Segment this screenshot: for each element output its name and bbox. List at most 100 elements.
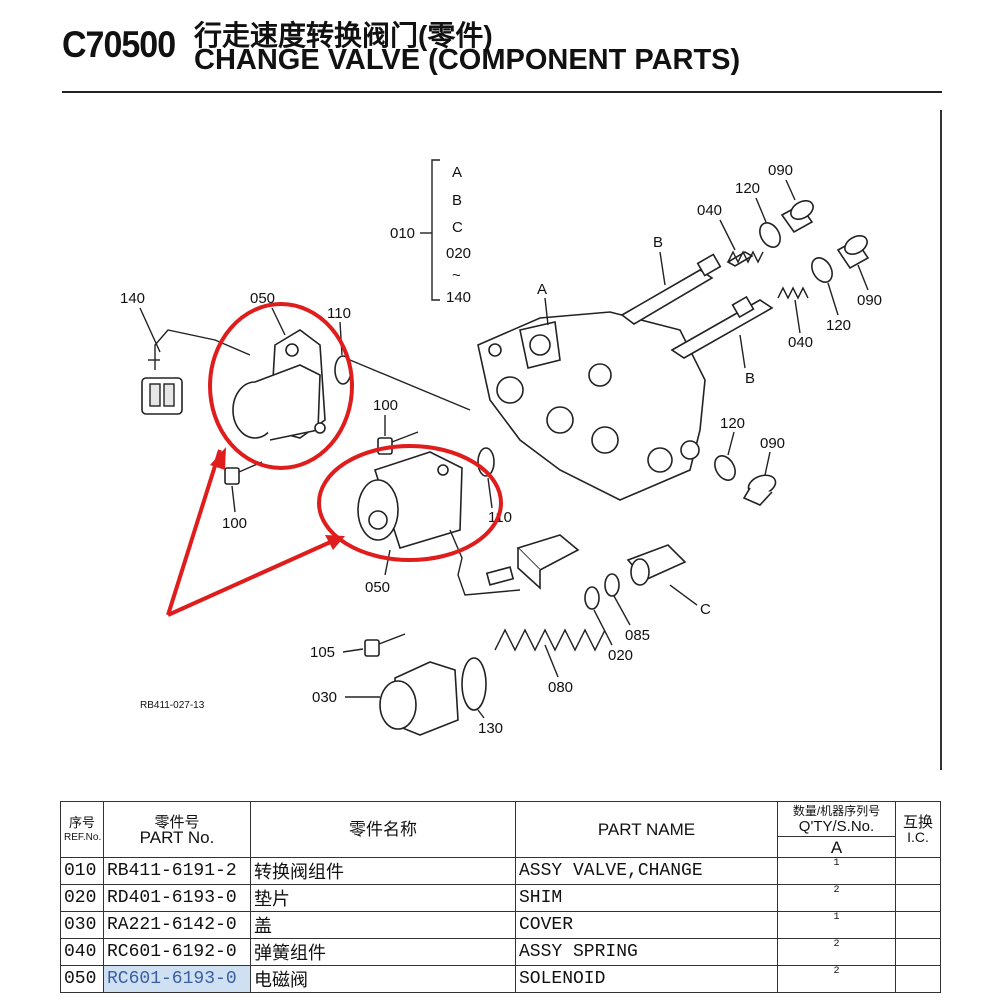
cell-name-cn: 盖 (250, 911, 516, 939)
cell-name-cn: 垫片 (250, 884, 516, 912)
shim-085 (604, 573, 620, 597)
cell-ic (895, 938, 941, 966)
leader-105 (342, 648, 364, 653)
connector-lower (485, 534, 580, 590)
leader-050-lower (384, 549, 391, 576)
cell-part-no: RA221-6142-0 (103, 911, 251, 939)
leader-050-upper (271, 307, 286, 336)
callout-090-lower: 090 (857, 292, 882, 309)
cell-part-no: RC601-6192-0 (103, 938, 251, 966)
table-header-row: 序号 REF.No. 零件号 PART No. 零件名称 PART NAME 数… (60, 801, 941, 858)
plug-090-right (742, 474, 777, 506)
frame-right-edge (940, 110, 942, 770)
cell-name-en: ASSY VALVE,CHANGE (515, 857, 778, 885)
shim-020 (584, 586, 600, 610)
col-header-part-no: 零件号 PART No. (103, 801, 251, 858)
highlight-solenoid-upper (208, 302, 354, 470)
spring-040-lower (777, 286, 809, 300)
table-row: 040 RC601-6192-0 弹簧组件 ASSY SPRING 2 (60, 938, 941, 966)
assembly-line-upper (349, 359, 471, 411)
cell-qty: 2 (777, 938, 896, 966)
leader-080 (544, 644, 559, 678)
arrow-to-upper-solenoid (166, 449, 222, 616)
leader-120-right (727, 431, 735, 456)
bracket-item-c: C (452, 219, 463, 236)
col-header-ic-cn: 互换 (902, 813, 933, 831)
callout-b-upper: B (653, 234, 663, 251)
callout-100-middle: 100 (373, 397, 398, 414)
cell-name-en: SHIM (515, 884, 778, 912)
callout-b-lower: B (745, 370, 755, 387)
table-row: 030 RA221-6142-0 盖 COVER 1 (60, 911, 941, 939)
leader-090-lower (857, 264, 869, 291)
leader-c (669, 584, 698, 606)
callout-110-upper: 110 (327, 305, 351, 322)
leader-100-lower-left (231, 485, 236, 513)
col-header-part-en: PART No. (139, 827, 215, 847)
col-header-qty-a: A (777, 836, 896, 858)
col-header-qty: 数量/机器序列号 Q'TY/S.No. (777, 801, 896, 837)
spool-upper (620, 251, 754, 325)
cell-ic (895, 911, 941, 939)
highlight-solenoid-lower (317, 444, 503, 562)
arrowhead-upper (210, 447, 226, 470)
bolt-105 (364, 633, 406, 657)
bracket-item-020: 020 (446, 245, 471, 262)
leader-090-upper (785, 179, 796, 201)
spool-lower (670, 295, 774, 359)
callout-050-lower: 050 (365, 579, 390, 596)
callout-130: 130 (478, 720, 503, 737)
col-header-part-cn: 零件号 (154, 813, 200, 831)
table-row: 010 RB411-6191-2 转换阀组件 ASSY VALVE,CHANGE… (60, 857, 941, 885)
cell-name-cn: 弹簧组件 (250, 938, 516, 966)
leader-b-upper (659, 251, 666, 286)
leader-140 (139, 307, 161, 353)
bolt-100-lower-left (224, 461, 263, 485)
col-header-ic: 互换 I.C. (895, 801, 941, 858)
cell-ref: 010 (60, 857, 104, 885)
cell-part-no: RD401-6193-0 (103, 884, 251, 912)
bracket-010 (431, 159, 440, 301)
col-header-ref-cn: 序号 (68, 814, 95, 830)
callout-120-right: 120 (720, 415, 745, 432)
col-header-ref: 序号 REF.No. (60, 801, 104, 858)
callout-140: 140 (120, 290, 145, 307)
cell-name-cn: 转换阀组件 (250, 857, 516, 885)
leader-130 (477, 709, 485, 719)
check-valve-c (626, 544, 687, 586)
wire-harness-140 (141, 329, 251, 415)
leader-120-lower (827, 282, 839, 316)
bracket-item-tilde: ~ (452, 267, 461, 284)
cell-ref: 030 (60, 911, 104, 939)
callout-040-upper: 040 (697, 202, 722, 219)
header-rule (62, 91, 942, 93)
table-row: 020 RD401-6193-0 垫片 SHIM 2 (60, 884, 941, 912)
cell-ref: 020 (60, 884, 104, 912)
callout-010: 010 (390, 225, 415, 242)
callout-090-right: 090 (760, 435, 785, 452)
cell-qty: 1 (777, 911, 896, 939)
callout-105: 105 (310, 644, 335, 661)
leader-120-upper (755, 197, 767, 223)
callout-020: 020 (608, 647, 633, 664)
oring-120-upper (759, 222, 781, 248)
leader-110-lower (487, 477, 493, 509)
cell-part-no-selected[interactable]: RC601-6193-0 (103, 965, 251, 993)
solenoid-050-upper (232, 329, 326, 441)
callout-030: 030 (312, 689, 337, 706)
oring-120-right (714, 455, 736, 481)
arrowhead-lower (325, 535, 345, 550)
bolt-100-middle (377, 431, 419, 455)
parts-table: 序号 REF.No. 零件号 PART No. 零件名称 PART NAME 数… (60, 801, 941, 993)
bracket-item-b: B (452, 192, 462, 209)
bracket-item-a: A (452, 164, 462, 181)
callout-c: C (700, 601, 711, 618)
cell-qty: 1 (777, 857, 896, 885)
title-english: CHANGE VALVE (COMPONENT PARTS) (194, 44, 741, 76)
cell-qty: 2 (777, 884, 896, 912)
leader-085 (613, 595, 631, 626)
callout-120-lower: 120 (826, 317, 851, 334)
title-chinese: 行走速度转换阀门(零件) (194, 20, 493, 51)
callout-080: 080 (548, 679, 573, 696)
table-row: 050 RC601-6193-0 电磁阀 SOLENOID 2 (60, 965, 941, 993)
